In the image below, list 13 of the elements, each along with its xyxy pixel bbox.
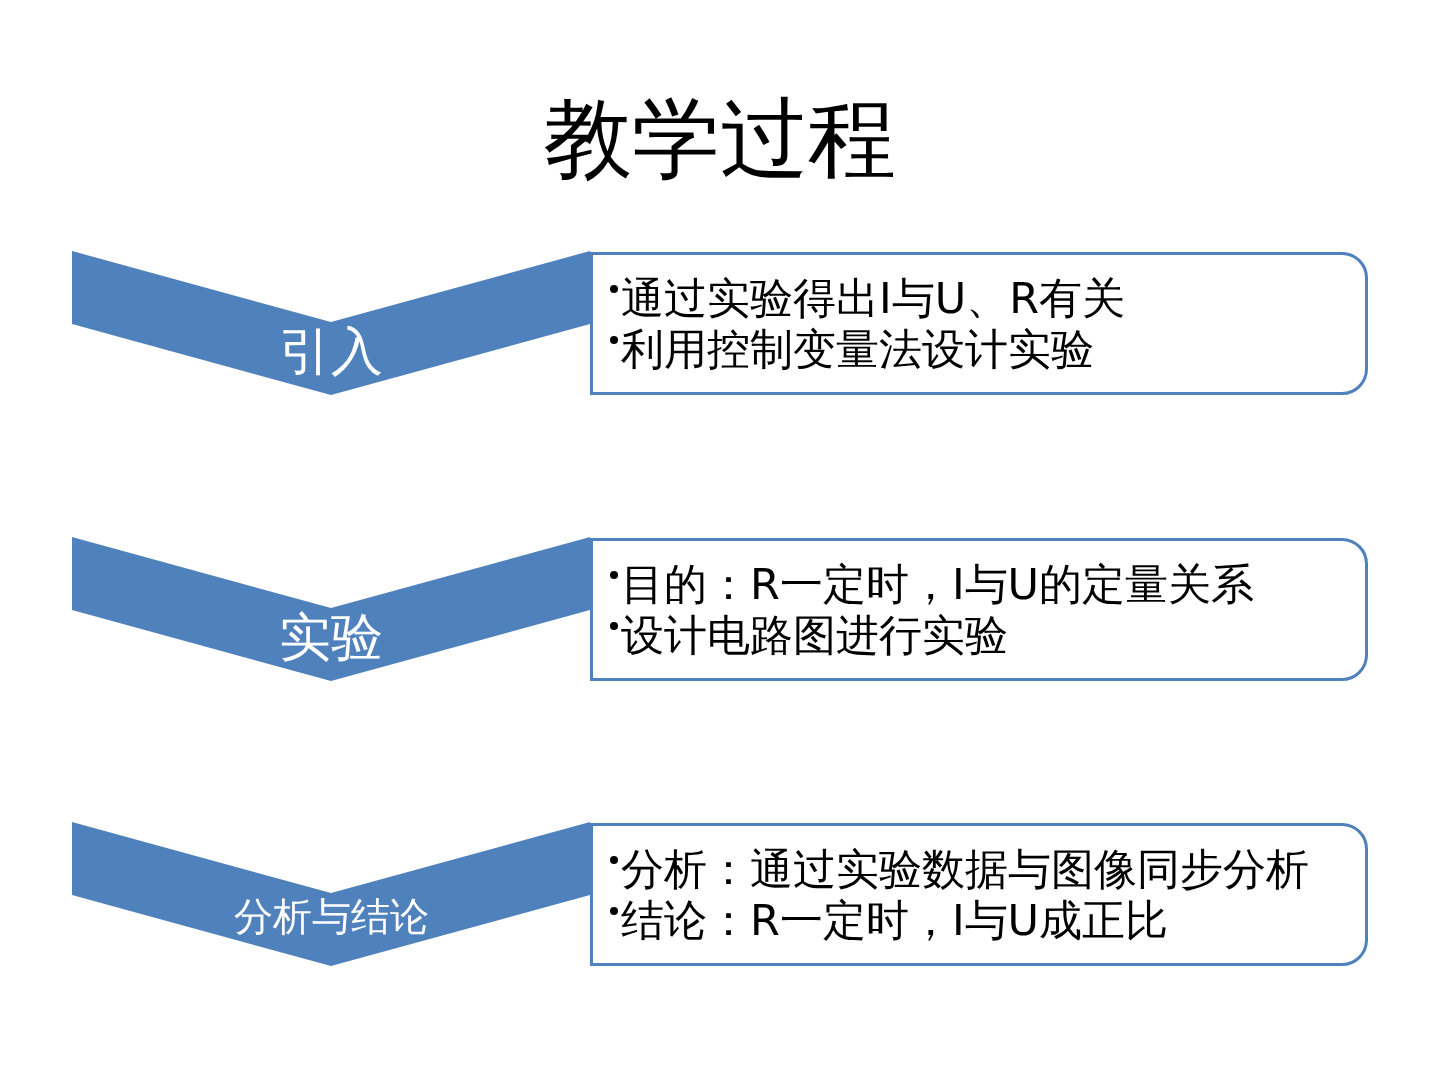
bullet-text: 目的：R一定时，I与U的定量关系 [621,558,1255,610]
chevron-label: 实验 [279,611,383,664]
bullet-text: 分析：通过实验数据与图像同步分析 [621,843,1309,895]
bullet-text: 设计电路图进行实验 [621,609,1008,661]
bullet-text: 利用控制变量法设计实验 [621,323,1094,375]
rounded-panel [590,823,1368,966]
title: 教学过程 [543,94,897,184]
chevron-label: 引入 [279,325,383,378]
chevron-label: 分析与结论 [233,896,429,936]
bullet-text: 结论：R一定时，I与U成正比 [621,894,1169,946]
rounded-panel [590,252,1368,395]
bullet-text: 通过实验得出I与U、R有关 [621,272,1126,324]
rounded-panel [590,538,1368,681]
